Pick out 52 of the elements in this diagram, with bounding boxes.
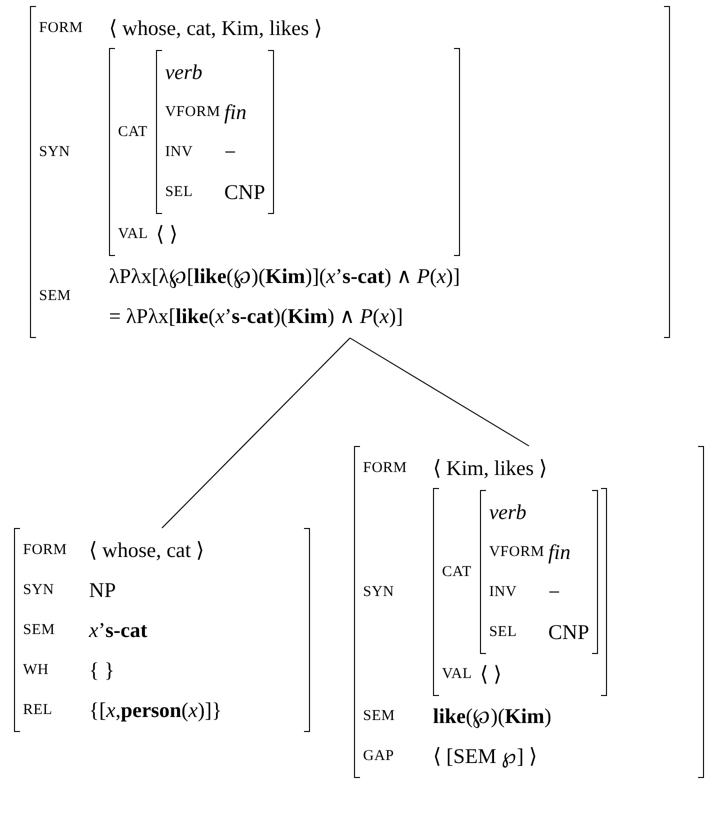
feature-value: NP xyxy=(89,577,117,604)
tree-branch-line xyxy=(162,338,350,528)
feature-value: CNP xyxy=(224,179,266,206)
feature-label: INV xyxy=(489,583,518,602)
feature-label: WH xyxy=(23,661,50,680)
feature-value: { } xyxy=(89,657,116,684)
feature-value: ⟨ ⟩ xyxy=(156,221,178,248)
attribute-value-matrix xyxy=(354,446,704,778)
feature-label: INV xyxy=(165,143,194,162)
attribute-value-matrix xyxy=(480,490,598,654)
feature-value: λPλx[λ℘[like(℘)(Kim)](x’s-cat) ∧ P(x)] xyxy=(109,263,460,290)
feature-label: GAP xyxy=(363,747,396,766)
feature-label: VFORM xyxy=(489,543,544,562)
feature-label: VAL xyxy=(118,225,148,244)
feature-label: CAT xyxy=(442,563,472,582)
attribute-value-matrix xyxy=(14,528,310,732)
attribute-value-matrix xyxy=(30,6,670,338)
feature-label: SEM xyxy=(363,707,396,726)
feature-value: − xyxy=(224,139,238,166)
feature-value: fin xyxy=(548,539,572,566)
feature-label: SEL xyxy=(489,623,518,642)
feature-value: CNP xyxy=(548,619,590,646)
attribute-value-matrix xyxy=(109,48,460,256)
feature-value: = λPλx[like(x’s-cat)(Kim) ∧ P(x)] xyxy=(109,303,404,330)
feature-value: − xyxy=(548,579,562,606)
feature-label: FORM xyxy=(363,459,408,478)
feature-label: SYN xyxy=(23,581,56,600)
feature-label: SEL xyxy=(165,183,194,202)
feature-label: VFORM xyxy=(165,103,220,122)
feature-label: FORM xyxy=(23,541,68,560)
feature-value: x’s-cat xyxy=(89,617,148,644)
feature-label: VAL xyxy=(442,665,472,684)
feature-label: CAT xyxy=(118,123,148,142)
feature-value: verb xyxy=(165,59,204,86)
feature-label: SEM xyxy=(23,621,56,640)
feature-value: ⟨ [SEM ℘] ⟩ xyxy=(433,743,538,770)
feature-value: ⟨ ⟩ xyxy=(480,661,502,688)
feature-value: verb xyxy=(489,499,528,526)
attribute-value-matrix xyxy=(433,488,608,696)
tree-branch-line xyxy=(350,338,530,446)
attribute-value-matrix xyxy=(156,50,274,214)
feature-label: FORM xyxy=(39,19,84,38)
feature-value: ⟨ whose, cat, Kim, likes ⟩ xyxy=(109,15,324,42)
feature-label: SYN xyxy=(363,583,396,602)
feature-label: SEM xyxy=(39,287,72,306)
feature-label: REL xyxy=(23,701,54,720)
feature-value: ⟨ whose, cat ⟩ xyxy=(89,537,206,564)
feature-label: SYN xyxy=(39,143,72,162)
feature-value: fin xyxy=(224,99,248,126)
feature-value: ⟨ Kim, likes ⟩ xyxy=(433,455,548,482)
feature-value: {[x,person(x)]} xyxy=(89,697,222,724)
feature-value: like(℘)(Kim) xyxy=(433,703,552,730)
